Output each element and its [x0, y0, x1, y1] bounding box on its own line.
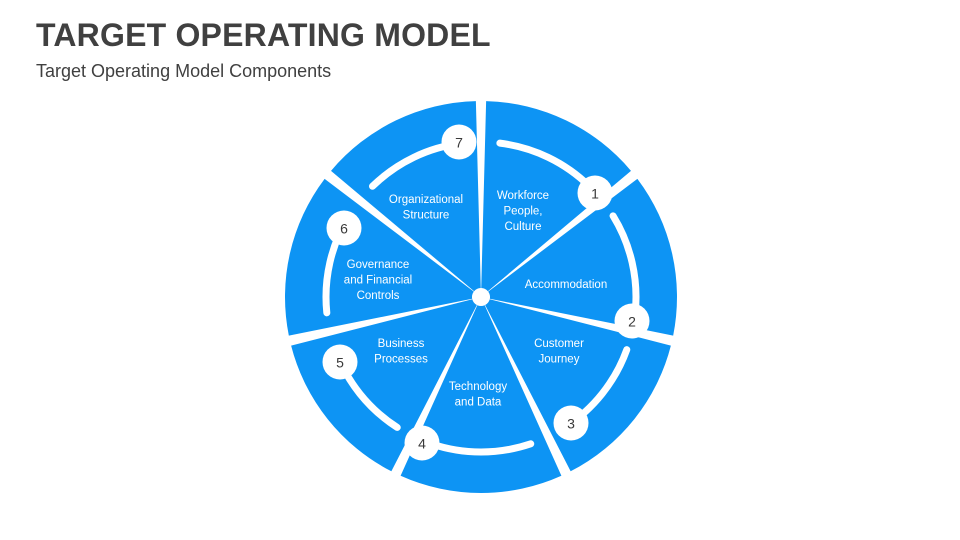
badge-number-6: 6 — [340, 221, 348, 237]
badge-number-1: 1 — [591, 186, 599, 202]
segment-badge-1[interactable]: 1 — [577, 175, 613, 211]
badge-number-4: 4 — [418, 436, 426, 452]
sector-layer — [285, 101, 677, 493]
inner-ring-arc-4 — [427, 440, 535, 456]
page-title: TARGET OPERATING MODEL — [36, 17, 491, 53]
segment-label-2: Accommodation — [525, 279, 607, 291]
wheel-segment-5[interactable] — [291, 299, 477, 472]
badge-circle-1 — [580, 178, 610, 208]
badge-circle-4 — [407, 428, 437, 458]
badge-number-2: 2 — [628, 314, 636, 330]
wheel-segment-3[interactable] — [485, 299, 671, 472]
segment-badge-4[interactable]: 4 — [404, 425, 440, 461]
badge-circle-2 — [617, 306, 647, 336]
segment-badge-7[interactable]: 7 — [441, 124, 477, 160]
segment-badge-3[interactable]: 3 — [553, 405, 589, 441]
badge-circle-3 — [556, 408, 586, 438]
inner-ring-arc-1 — [496, 139, 594, 190]
badge-layer: 1 2 3 4 5 6 7 — [322, 124, 650, 461]
badge-circle-6 — [329, 213, 359, 243]
badge-number-3: 3 — [567, 416, 575, 432]
wheel-segment-2[interactable] — [488, 178, 677, 336]
badge-circle-5 — [325, 347, 355, 377]
segment-badge-5[interactable]: 5 — [322, 344, 358, 380]
badge-circle-7 — [444, 127, 474, 157]
segment-badge-2[interactable]: 2 — [614, 303, 650, 339]
badge-number-5: 5 — [336, 355, 344, 371]
badge-number-7: 7 — [455, 135, 463, 151]
page-subtitle: Target Operating Model Components — [36, 61, 332, 81]
inner-ring-arc-2 — [609, 212, 640, 317]
segment-badge-6[interactable]: 6 — [326, 210, 362, 246]
